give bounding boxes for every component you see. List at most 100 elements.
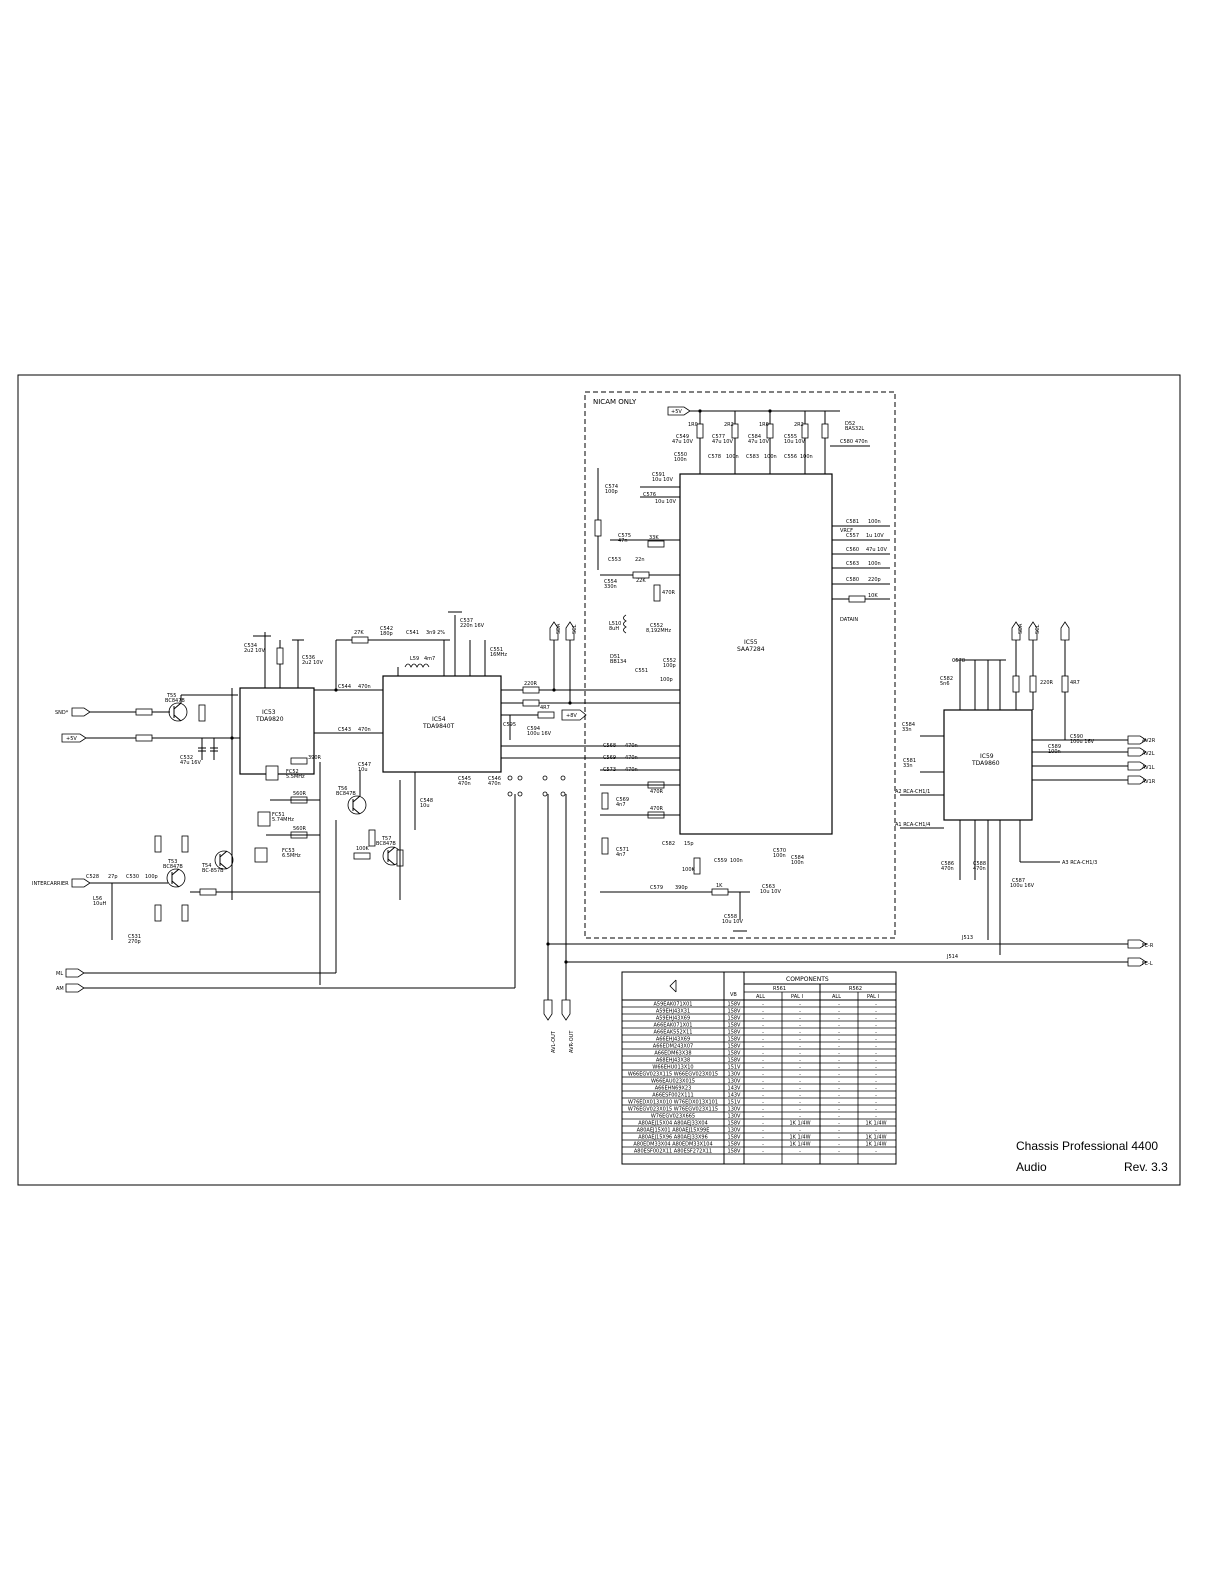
svg-text:8uH: 8uH bbox=[609, 626, 619, 632]
svg-text:C582: C582 bbox=[940, 676, 953, 682]
components-table-sub-3: ALL bbox=[832, 994, 841, 1000]
svg-text:5n6: 5n6 bbox=[940, 681, 950, 687]
svg-text:C579: C579 bbox=[650, 885, 663, 891]
svg-text:1R0: 1R0 bbox=[759, 422, 769, 428]
svg-text:C594: C594 bbox=[527, 726, 540, 732]
table-value-cell: - bbox=[838, 1050, 840, 1056]
port-fe-l: FE-L bbox=[1127, 957, 1153, 967]
svg-text:100p: 100p bbox=[605, 489, 618, 495]
svg-text:T55: T55 bbox=[166, 693, 176, 699]
svg-text:TDA9860: TDA9860 bbox=[971, 760, 1000, 767]
components-table-group-2: R562 bbox=[849, 986, 862, 992]
table-vb-cell: 158V bbox=[728, 1029, 742, 1035]
svg-text:SCL: SCL bbox=[1035, 624, 1041, 634]
resistor-r569 bbox=[1029, 675, 1037, 693]
resistor-r566 bbox=[601, 837, 609, 855]
table-value-cell: - bbox=[762, 1148, 764, 1154]
svg-text:100n: 100n bbox=[730, 858, 743, 864]
svg-text:C546: C546 bbox=[488, 776, 501, 782]
svg-text:AVL-OUT: AVL-OUT bbox=[551, 1030, 557, 1053]
svg-text:470n: 470n bbox=[458, 781, 471, 787]
svg-text:C548: C548 bbox=[420, 798, 433, 804]
svg-text:C583: C583 bbox=[746, 454, 759, 460]
svg-text:C578: C578 bbox=[952, 658, 965, 664]
svg-text:C557: C557 bbox=[846, 533, 859, 539]
table-value-cell: - bbox=[799, 1001, 801, 1007]
svg-text:4R7: 4R7 bbox=[1070, 680, 1080, 686]
sheet-name: Audio bbox=[1016, 1160, 1047, 1174]
svg-text:FC52: FC52 bbox=[286, 769, 299, 775]
svg-text:100n: 100n bbox=[868, 561, 881, 567]
table-model-cell: W66EHU013X10 bbox=[652, 1064, 693, 1070]
table-vb-cell: 158V bbox=[728, 1050, 742, 1056]
svg-text:AV2R: AV2R bbox=[1142, 738, 1156, 744]
svg-text:SCL: SCL bbox=[572, 624, 578, 634]
svg-text:10u 10V: 10u 10V bbox=[655, 499, 676, 505]
components-table: COMPONENTS VB R561 R562 ALL PAL I ALL PA… bbox=[621, 971, 897, 1165]
port-snd: SND* bbox=[55, 707, 91, 717]
svg-text:100u 16V: 100u 16V bbox=[527, 731, 552, 737]
svg-text:C570: C570 bbox=[773, 848, 786, 854]
table-value-cell: - bbox=[762, 1022, 764, 1028]
resistor-r1k bbox=[181, 835, 189, 853]
port-am: AM bbox=[56, 983, 85, 993]
resistor-r2k7 bbox=[154, 835, 162, 853]
table-value-cell: - bbox=[762, 1141, 764, 1147]
table-value-cell: - bbox=[762, 1099, 764, 1105]
svg-text:C560: C560 bbox=[846, 547, 859, 553]
table-value-cell: - bbox=[799, 1092, 801, 1098]
table-value-cell: - bbox=[799, 1050, 801, 1056]
table-value-cell: - bbox=[838, 1036, 840, 1042]
port-plus5v: +5V bbox=[61, 733, 87, 743]
svg-text:C581: C581 bbox=[846, 519, 859, 525]
table-value-cell: - bbox=[799, 1015, 801, 1021]
table-value-cell: - bbox=[762, 1113, 764, 1119]
resistor-r520 bbox=[290, 757, 308, 765]
svg-text:1R0: 1R0 bbox=[688, 422, 698, 428]
svg-text:C542: C542 bbox=[380, 626, 393, 632]
svg-text:VRCF: VRCF bbox=[840, 528, 853, 534]
port-av2l: AV2L bbox=[1127, 747, 1155, 757]
svg-text:C558: C558 bbox=[724, 914, 737, 920]
table-value-cell: - bbox=[762, 1127, 764, 1133]
table-value-cell: - bbox=[875, 1029, 877, 1035]
table-value-cell: - bbox=[875, 1008, 877, 1014]
table-value-cell: - bbox=[875, 1036, 877, 1042]
svg-text:100p: 100p bbox=[660, 677, 673, 683]
svg-text:C586: C586 bbox=[941, 861, 954, 867]
table-model-cell: A68EHJ43X38 bbox=[656, 1057, 690, 1063]
svg-text:C580: C580 bbox=[846, 577, 859, 583]
svg-text:L59: L59 bbox=[410, 656, 419, 662]
svg-text:100n: 100n bbox=[800, 454, 813, 460]
svg-text:C534: C534 bbox=[244, 643, 257, 649]
table-vb-cell: 130V bbox=[728, 1071, 742, 1077]
table-value-cell: 1K 1/4W bbox=[865, 1134, 886, 1140]
table-value-cell: - bbox=[762, 1029, 764, 1035]
resistor-r534 bbox=[353, 852, 371, 860]
svg-text:+5V: +5V bbox=[671, 409, 682, 415]
svg-text:100n: 100n bbox=[674, 457, 687, 463]
svg-text:C571: C571 bbox=[616, 847, 629, 853]
port-scl-ic59: SCL bbox=[1028, 621, 1041, 641]
nicam-region bbox=[584, 391, 896, 939]
table-value-cell: - bbox=[799, 1078, 801, 1084]
table-value-cell: - bbox=[762, 1008, 764, 1014]
table-value-cell: - bbox=[799, 1036, 801, 1042]
svg-text:AV1R: AV1R bbox=[1142, 779, 1156, 785]
svg-text:C551: C551 bbox=[490, 647, 503, 653]
svg-text:220p: 220p bbox=[868, 577, 881, 583]
resistor-r47k bbox=[198, 704, 206, 722]
table-value-cell: - bbox=[875, 1092, 877, 1098]
svg-text:C536: C536 bbox=[302, 655, 315, 661]
transistor-t56: T56 BC847B bbox=[336, 786, 367, 815]
table-vb-cell: 158V bbox=[728, 1057, 742, 1063]
svg-text:AM: AM bbox=[56, 986, 64, 992]
svg-text:D52: D52 bbox=[845, 421, 855, 427]
table-value-cell: - bbox=[838, 1127, 840, 1133]
svg-text:C569: C569 bbox=[603, 755, 616, 761]
svg-text:+8V: +8V bbox=[566, 713, 577, 719]
table-value-cell: - bbox=[838, 1120, 840, 1126]
table-value-cell: - bbox=[875, 1015, 877, 1021]
svg-text:16MHz: 16MHz bbox=[490, 652, 507, 658]
svg-text:470R: 470R bbox=[662, 590, 676, 596]
